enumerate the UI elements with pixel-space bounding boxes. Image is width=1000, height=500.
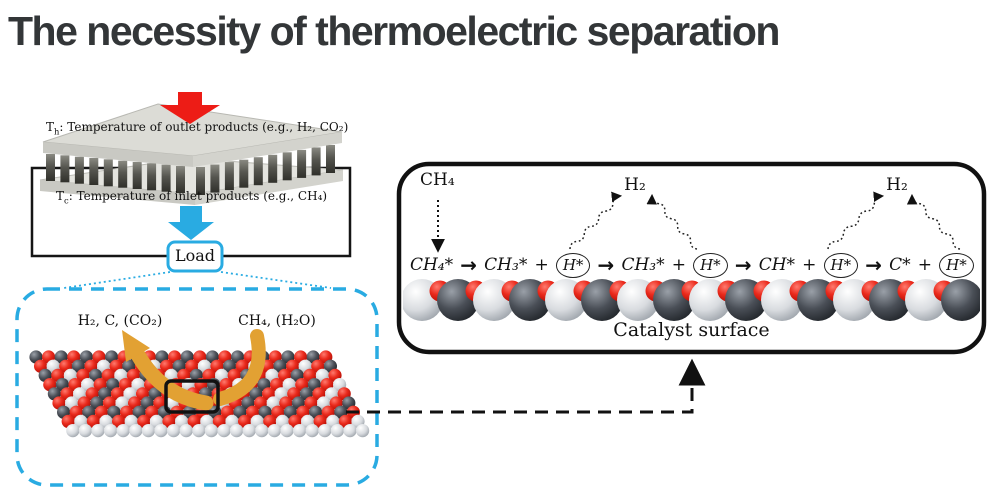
zoom-fan-line-right [220,271,332,289]
load-label: Load [174,246,216,265]
reaction-step-arrow-icon: → [734,253,752,277]
pillar [176,166,185,193]
pillar [132,162,142,189]
reactants-in-label: CH₄, (H₂O) [238,313,316,329]
reaction-step-arrow-icon: → [597,253,615,277]
zoom-connector-arrow [346,358,706,414]
lattice-sphere [318,424,332,438]
h2-release-wavy-arrow [569,191,623,250]
lattice-sphere [179,424,193,438]
reaction-species: C* [889,255,911,275]
hot-side-label: Th: Temperature of outlet products (e.g.… [46,120,349,137]
thermoelectric-module [39,103,344,205]
lattice-sphere [267,424,281,438]
lattice-sphere [129,424,143,438]
cold-side-label: Tc: Temperature of inlet products (e.g.,… [56,189,328,206]
products-out-arrowhead [122,330,150,362]
lattice-sphere [91,424,105,438]
catalyst-lattice [29,350,370,438]
h2-release-arrows [569,191,961,250]
lattice-sphere [78,424,92,438]
adsorbed-h-circled: H* [693,252,728,278]
lattice-sphere [280,424,294,438]
pillar [60,155,70,183]
pillar [196,167,205,195]
pillar [147,163,157,191]
lattice-sphere [104,424,118,438]
lattice-sphere [293,424,307,438]
adsorbed-h-circled: H* [823,252,859,278]
lattice-sphere [217,424,231,438]
top-plate-front-left [43,142,193,167]
reaction-step-arrow-icon: → [865,253,883,277]
lattice-sphere [116,424,130,438]
plus-sign: + [802,255,817,275]
lattice-sphere [356,424,370,438]
zoom-fan-line-left [63,271,171,289]
lattice-sphere [192,424,206,438]
catalyst-surface-spheres [403,279,980,321]
lattice-sphere [305,424,319,438]
plus-sign: + [534,255,549,275]
plus-sign: + [917,255,933,275]
pillar [326,145,335,173]
pillar [282,152,292,181]
reactants-in-arrow [213,329,266,406]
lattice-sphere [343,424,357,438]
pillar [210,164,220,193]
lattice-sphere [242,424,256,438]
ch4-gas-label: CH₄ [420,170,455,190]
pillar [224,162,234,191]
pillar [46,154,55,181]
catalyst-surface-label: Catalyst surface [613,319,770,341]
lattice-sphere [141,424,155,438]
reaction-species: CH₃* [484,255,528,275]
lattice-sphere [230,424,244,438]
surface-sphere [941,279,980,321]
adsorbed-h-circled: H* [555,252,591,278]
pillar [74,156,84,184]
lattice-sphere [167,424,181,438]
adsorbed-h-circled: H* [939,252,974,278]
pillar [253,157,263,186]
reaction-step-arrow-icon: → [460,253,478,277]
reaction-species: CH* [758,255,796,275]
top-plate-front-right [193,132,342,167]
h2-gas-label-1: H₂ [624,175,646,195]
h2-release-wavy-arrow [827,191,885,250]
page-title: The necessity of thermoelectric separati… [8,8,780,54]
dehydrogenation-reaction-row: CH₄*→CH₃*+H*→CH₃*+H*→CH*+H*→C*+H* [404,250,980,280]
pillar [161,164,171,192]
h2-gas-label-2: H₂ [886,175,908,195]
reaction-species: CH₃* [621,255,665,275]
plus-sign: + [671,255,686,275]
lattice-sphere [330,424,344,438]
thermoelectric-pillars [46,145,335,195]
bottom-plate-front-left [40,180,195,205]
pillar [103,159,113,187]
bottom-plate-front-right [195,170,343,205]
pillar [311,147,321,176]
pillar [239,159,249,188]
lattice-sphere [66,424,80,438]
pillar [297,149,307,178]
lattice-sphere [204,424,218,438]
reaction-species: CH₄* [410,255,454,275]
products-out-label: H₂, C, (CO₂) [77,313,163,329]
heat-in-arrow-icon [160,92,220,124]
to-load-arrow-icon [168,206,214,240]
lattice-sphere [154,424,168,438]
lattice-highlight-box [164,379,220,414]
pillar [268,154,278,183]
pillar [118,160,128,188]
lattice-sphere [255,424,269,438]
pillar [89,158,99,185]
load-box [166,240,224,273]
